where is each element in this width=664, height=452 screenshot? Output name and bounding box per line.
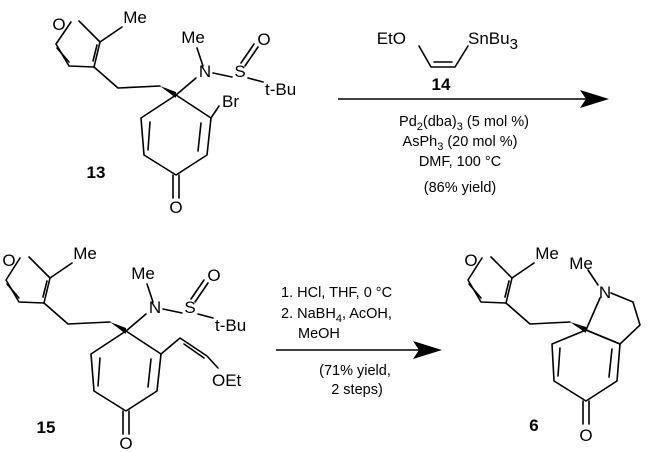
condition-solvent-temp: DMF, 100 °C — [419, 154, 501, 170]
n-methyl-6: Me — [569, 254, 593, 273]
reagent-snbu3: SnBu3 — [468, 29, 518, 53]
nitrogen-13: N — [199, 62, 211, 81]
furan-methyl-6: Me — [535, 244, 559, 263]
nitrogen-6: N — [599, 283, 611, 302]
furan-oxygen-15: O — [2, 251, 15, 270]
tbu-15: t-Bu — [215, 316, 246, 335]
ketone-oxygen-15: O — [119, 434, 132, 452]
ketone-oxygen-6: O — [579, 426, 592, 445]
condition-ligand: AsPh3 (20 mol %) — [403, 134, 518, 153]
furan-methyl-13: Me — [123, 8, 147, 27]
ketone-oxygen-13: O — [169, 198, 182, 217]
condition-yield-2b: 2 steps) — [331, 382, 383, 398]
compound-number-15: 15 — [37, 418, 56, 437]
compound-number-6: 6 — [529, 416, 538, 435]
reagent-14-structure — [418, 45, 469, 68]
bromine-13: Br — [222, 92, 239, 111]
sulfinyl-oxygen-15: O — [207, 266, 220, 285]
sulfur-15: S — [184, 298, 195, 317]
furan-oxygen-6: O — [464, 251, 477, 270]
condition-catalyst: Pd2(dba)3 (5 mol %) — [399, 114, 529, 133]
condition-yield-2a: (71% yield, — [319, 363, 391, 379]
condition-yield-1: (86% yield) — [424, 180, 497, 196]
sulfinyl-oxygen-13: O — [257, 30, 270, 49]
compound-6-structure — [467, 256, 641, 425]
n-methyl-13: Me — [181, 28, 205, 47]
condition-step2: 2. NaBH4, AcOH, — [281, 306, 392, 325]
condition-step1: 1. HCl, THF, 0 °C — [281, 285, 392, 301]
reagent-etO: EtO — [377, 29, 406, 48]
condition-step2-cont: MeOH — [298, 326, 340, 342]
oet-15: OEt — [212, 371, 242, 390]
tbu-13: t-Bu — [265, 80, 296, 99]
nitrogen-15: N — [149, 298, 161, 317]
sulfur-13: S — [234, 62, 245, 81]
furan-methyl-15: Me — [73, 244, 97, 263]
compound-number-14: 14 — [432, 75, 451, 94]
compound-15-structure — [5, 256, 219, 435]
compound-number-13: 13 — [87, 163, 106, 182]
furan-oxygen-13: O — [52, 15, 65, 34]
compound-13-structure — [55, 20, 264, 199]
n-methyl-15: Me — [131, 264, 155, 283]
reaction-arrow-1 — [338, 90, 609, 108]
reaction-arrow-2 — [276, 341, 442, 359]
